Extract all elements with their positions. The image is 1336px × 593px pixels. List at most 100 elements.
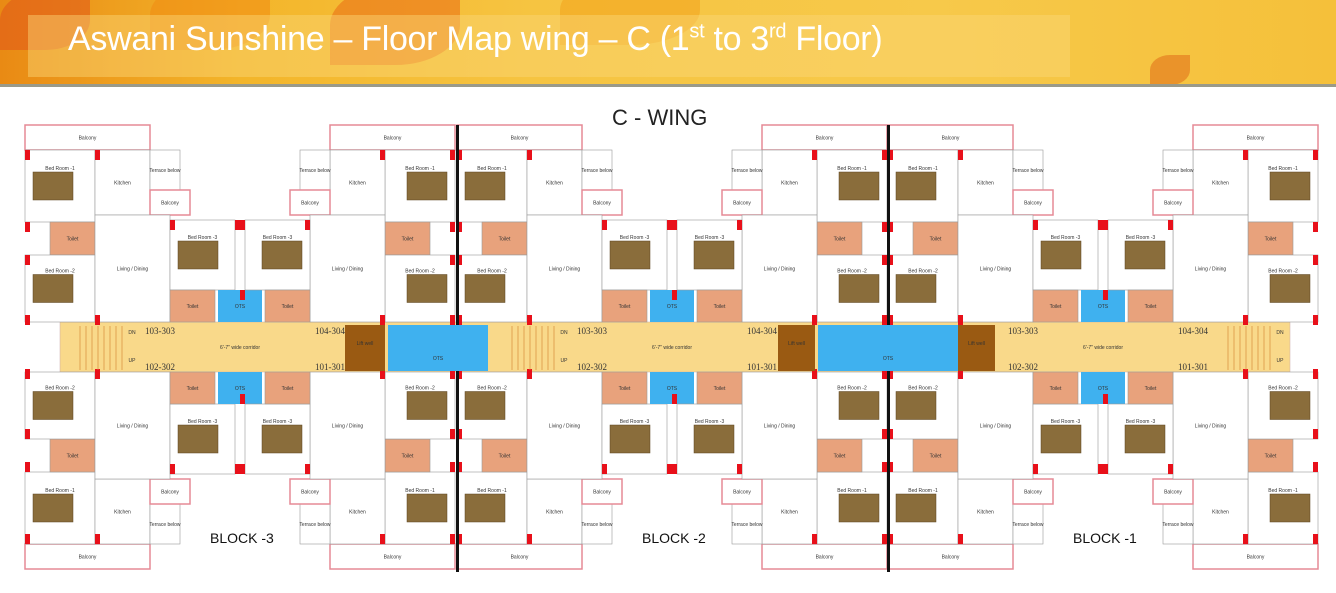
column-mark bbox=[450, 315, 455, 325]
column-mark bbox=[527, 150, 532, 160]
column-mark bbox=[457, 429, 462, 439]
room-balcony bbox=[1152, 478, 1194, 505]
column-mark bbox=[380, 150, 385, 160]
column-mark bbox=[958, 315, 963, 325]
column-mark bbox=[527, 369, 532, 379]
column-mark bbox=[457, 462, 462, 472]
room-living bbox=[1172, 371, 1249, 480]
ots-label: OTS bbox=[667, 386, 678, 392]
stair-dn-label: DN bbox=[128, 330, 136, 336]
room-label: Toilet bbox=[1050, 386, 1062, 392]
room-toilet bbox=[1247, 438, 1294, 473]
column-mark bbox=[882, 315, 887, 325]
room-label: Bed Room -3 bbox=[263, 235, 293, 241]
room-label: Kitchen bbox=[1212, 510, 1229, 516]
room-label: Kitchen bbox=[546, 181, 563, 187]
column-mark bbox=[1098, 220, 1103, 230]
room-label: Living / Dining bbox=[549, 267, 581, 273]
room-label: Balcony bbox=[384, 136, 402, 142]
column-mark bbox=[737, 220, 742, 230]
column-mark bbox=[1313, 534, 1318, 544]
bed-icon bbox=[406, 171, 448, 201]
bed-icon bbox=[1124, 240, 1166, 270]
lift-label: Lift well bbox=[357, 341, 374, 347]
stair-up-label: UP bbox=[1277, 358, 1285, 364]
lift-well bbox=[345, 325, 385, 371]
ots-label: OTS bbox=[433, 356, 444, 362]
room-toilet bbox=[481, 221, 528, 256]
room-label: Bed Room -3 bbox=[695, 235, 725, 241]
room-kitchen bbox=[329, 149, 386, 216]
room-kitchen bbox=[526, 149, 583, 216]
column-mark bbox=[305, 464, 310, 474]
room-terrace bbox=[1012, 503, 1044, 545]
room-living bbox=[526, 371, 603, 480]
column-mark bbox=[450, 222, 455, 232]
room-label: Terrace below bbox=[1012, 522, 1044, 528]
column-mark bbox=[602, 220, 607, 230]
room-label: Terrace below bbox=[1162, 168, 1194, 174]
room-label: Living / Dining bbox=[332, 424, 364, 430]
room-label: Toilet bbox=[1265, 237, 1277, 243]
bed-icon bbox=[838, 391, 880, 420]
room-living bbox=[94, 214, 171, 323]
room-living bbox=[741, 214, 818, 323]
room-label: Balcony bbox=[511, 136, 529, 142]
column-mark bbox=[457, 534, 462, 544]
unit-number: 101-301 bbox=[1178, 362, 1208, 372]
column-mark bbox=[170, 220, 175, 230]
column-mark bbox=[25, 462, 30, 472]
room-toilet bbox=[49, 221, 96, 256]
column-mark bbox=[672, 394, 677, 404]
column-mark bbox=[450, 429, 455, 439]
room-label: Balcony bbox=[1164, 201, 1182, 207]
room-kitchen bbox=[957, 478, 1014, 545]
column-mark bbox=[25, 222, 30, 232]
column-mark bbox=[888, 255, 893, 265]
room-label: Bed Room -1 bbox=[908, 166, 938, 172]
slide-title: Aswani Sunshine – Floor Map wing – C (1s… bbox=[68, 20, 883, 59]
room-label: Toilet bbox=[714, 304, 726, 310]
unit-number: 103-303 bbox=[145, 326, 175, 336]
column-mark bbox=[882, 150, 887, 160]
room-label: Bed Room -2 bbox=[837, 269, 867, 275]
room-terrace bbox=[1162, 503, 1194, 545]
column-mark bbox=[1103, 464, 1108, 474]
bed-icon bbox=[1040, 424, 1082, 454]
bed-icon bbox=[895, 274, 937, 303]
column-mark bbox=[882, 222, 887, 232]
column-mark bbox=[672, 290, 677, 300]
unit-number: 101-301 bbox=[747, 362, 777, 372]
room-label: Toilet bbox=[1145, 386, 1157, 392]
room-label: Balcony bbox=[816, 136, 834, 142]
room-toilet bbox=[169, 289, 216, 323]
room-label: Toilet bbox=[282, 304, 294, 310]
room-toilet bbox=[696, 371, 743, 405]
room-label: Bed Room -3 bbox=[1051, 419, 1081, 425]
column-mark bbox=[1243, 315, 1248, 325]
room-label: Bed Room -1 bbox=[908, 488, 938, 494]
room-label: Bed Room -2 bbox=[45, 386, 75, 392]
column-mark bbox=[882, 369, 887, 379]
column-mark bbox=[888, 369, 893, 379]
bed-icon bbox=[693, 240, 735, 270]
column-mark bbox=[25, 150, 30, 160]
column-mark bbox=[25, 255, 30, 265]
column-mark bbox=[457, 315, 462, 325]
room-living bbox=[957, 371, 1034, 480]
column-mark bbox=[25, 315, 30, 325]
ots-shaft bbox=[388, 325, 488, 371]
room-label: Terrace below bbox=[731, 168, 763, 174]
room-label: Balcony bbox=[593, 201, 611, 207]
room-label: Bed Room -1 bbox=[45, 166, 75, 172]
room-label: Balcony bbox=[733, 201, 751, 207]
room-label: Toilet bbox=[834, 454, 846, 460]
room-label: Toilet bbox=[67, 454, 79, 460]
room-label: Living / Dining bbox=[764, 424, 796, 430]
column-mark bbox=[1103, 290, 1108, 300]
room-label: Terrace below bbox=[299, 522, 331, 528]
column-mark bbox=[882, 429, 887, 439]
room-balcony bbox=[24, 543, 151, 570]
room-label: Bed Room -3 bbox=[620, 235, 650, 241]
